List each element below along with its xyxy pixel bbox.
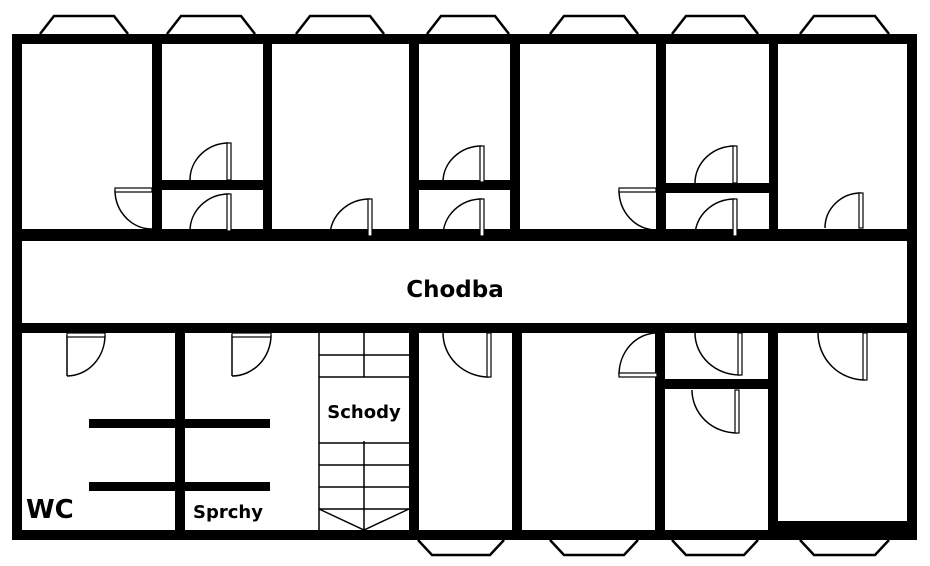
partition-wall (409, 180, 520, 190)
window (671, 14, 759, 35)
partition-wall (409, 34, 419, 234)
partition-wall (175, 323, 185, 535)
partition-wall (769, 34, 778, 234)
door (442, 145, 485, 183)
partition-wall (263, 34, 272, 234)
corridor-label: Chodba (406, 277, 504, 303)
wc-label: WC (26, 495, 74, 525)
door (442, 198, 485, 237)
window (295, 14, 385, 35)
door (189, 142, 232, 181)
partition-wall (778, 521, 917, 536)
partition-wall (409, 323, 419, 535)
window (549, 14, 639, 35)
windows (39, 14, 890, 557)
door (189, 193, 232, 232)
partition-wall (510, 34, 520, 234)
window (426, 14, 510, 35)
partition-wall (152, 34, 162, 234)
stairs (318, 333, 410, 531)
corridor-wall-bottom (12, 323, 917, 333)
door (694, 332, 743, 376)
door (114, 187, 153, 230)
door (618, 332, 658, 378)
partition-wall (665, 379, 768, 389)
door (66, 332, 106, 377)
shower-divider (89, 419, 270, 428)
door (442, 332, 492, 378)
partition-wall (656, 34, 666, 234)
outer-wall-right (907, 34, 917, 540)
partition-wall (768, 323, 778, 535)
window (39, 14, 129, 35)
door (817, 332, 868, 381)
outer-wall-top (12, 34, 917, 44)
door (691, 389, 740, 434)
doors (66, 142, 868, 434)
door (329, 198, 373, 237)
shower-divider (89, 482, 270, 491)
window (166, 14, 256, 35)
partition-wall (655, 323, 665, 535)
window (799, 539, 890, 557)
door (694, 145, 738, 184)
partition-wall (152, 180, 272, 190)
door (618, 187, 657, 231)
showers-label: Sprchy (193, 502, 263, 523)
walls (12, 34, 917, 540)
window (671, 539, 759, 557)
outer-wall-bottom (12, 530, 917, 540)
door (824, 192, 864, 229)
window (417, 539, 505, 557)
stairs-label: Schody (327, 402, 401, 423)
partition-wall (656, 183, 778, 193)
window (799, 14, 890, 35)
window (549, 539, 639, 557)
door (231, 332, 272, 377)
corridor-wall-top (12, 229, 917, 241)
door (694, 198, 738, 237)
partition-wall (512, 323, 522, 535)
outer-wall-left (12, 34, 22, 540)
